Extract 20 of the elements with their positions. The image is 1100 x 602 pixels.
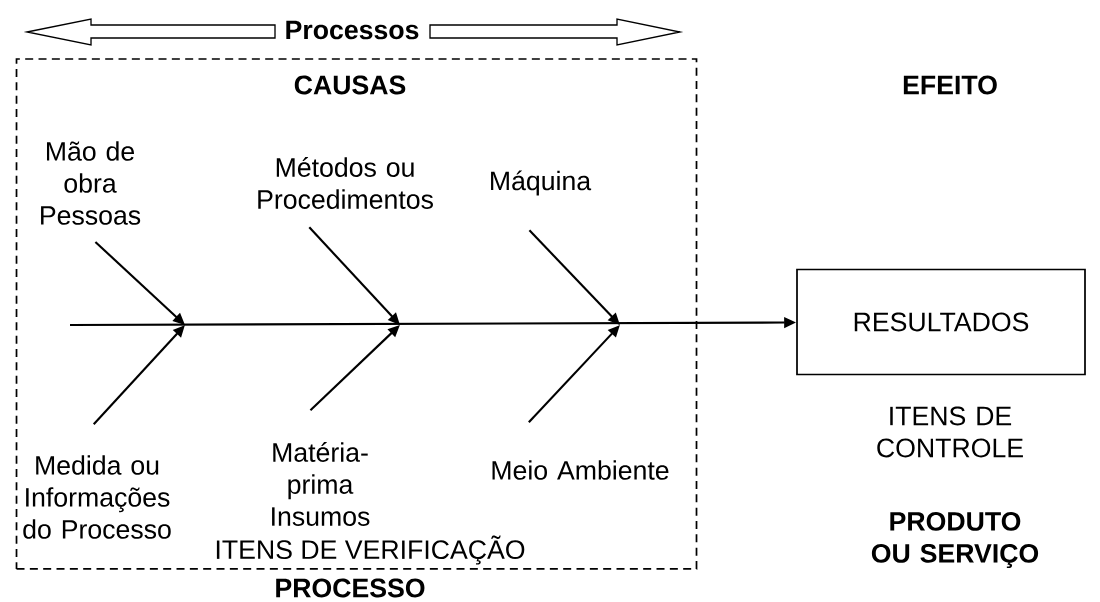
caption: ITENS DE CONTROLE bbox=[877, 406, 1023, 458]
bone-arrow bbox=[92, 325, 185, 425]
cause-label: Meio Ambiente bbox=[492, 460, 669, 480]
cause-label: Matéria-prima Insumos bbox=[272, 442, 370, 526]
section-caption: ITENS DE VERIFICAÇÃO bbox=[216, 535, 525, 565]
cause-label: Métodos ou Procedimentos bbox=[258, 157, 433, 209]
cause-label: Mão de obra Pessoas bbox=[41, 141, 141, 225]
process-label: Processos bbox=[286, 20, 419, 40]
result-box: RESULTADOS bbox=[796, 268, 1086, 376]
bone-arrow bbox=[528, 229, 620, 325]
bone-arrow bbox=[309, 325, 400, 411]
bone-arrow bbox=[308, 226, 400, 325]
section-heading: CAUSAS bbox=[294, 75, 406, 95]
cause-label: Medida ou Informações do Processo bbox=[23, 455, 171, 539]
bone-arrow bbox=[94, 241, 185, 325]
heading: EFEITO bbox=[903, 75, 997, 95]
heading: PRODUTO OU SERVIÇO bbox=[871, 511, 1039, 569]
cause-label: Máquina bbox=[491, 170, 592, 196]
section-heading: PROCESSO bbox=[276, 578, 425, 598]
bone-arrow bbox=[528, 325, 620, 423]
